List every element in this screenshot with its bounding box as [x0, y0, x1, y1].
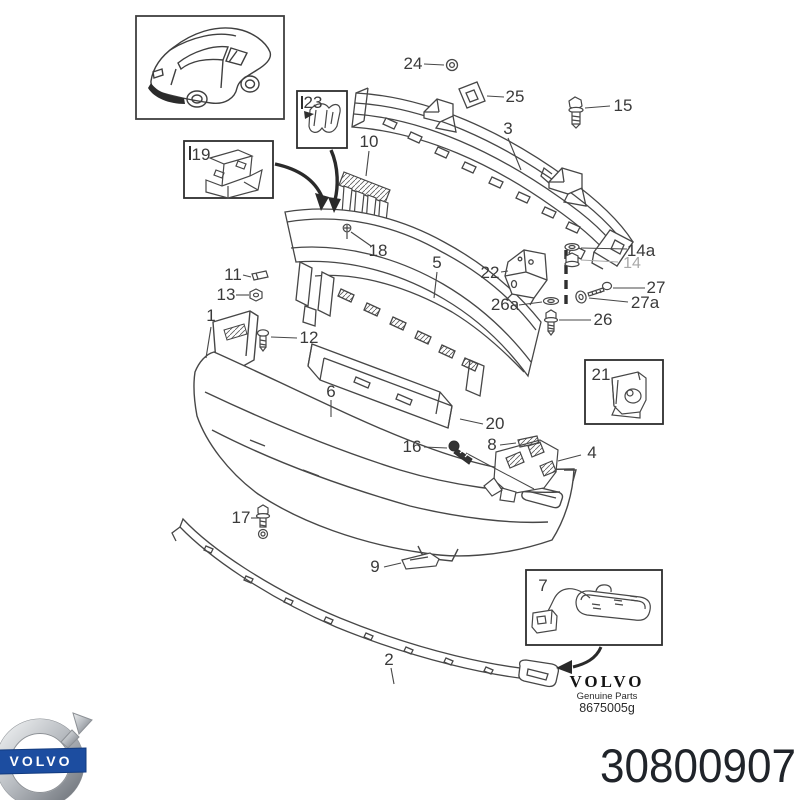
- callout-labels: 1 2 3 4 5 6 7 8 9 10 11 12 13 14 14a 15 …: [192, 54, 666, 669]
- callout-26: 26: [594, 310, 613, 329]
- callout-19: 19: [192, 145, 211, 164]
- part-22-mounting-bracket: [504, 249, 548, 306]
- callout-18: 18: [369, 241, 388, 260]
- callout-20: 20: [486, 414, 505, 433]
- stamp-subtitle: Genuine Parts: [577, 691, 638, 702]
- car-illustration: [148, 27, 272, 108]
- fastener-18-screw: [342, 223, 352, 239]
- callout-14: 14: [623, 255, 641, 272]
- callout-8: 8: [487, 435, 496, 454]
- fastener-27a-washer: [575, 290, 587, 304]
- fastener-27-screw: [587, 281, 613, 297]
- callout-15: 15: [614, 96, 633, 115]
- part-5-closing-panel: [284, 208, 542, 397]
- callout-17: 17: [232, 508, 251, 527]
- leader-lines: [205, 63, 645, 685]
- fastener-8-strip: [517, 435, 540, 448]
- callout-21: 21: [592, 365, 611, 384]
- fastener-17-screw-set: [255, 504, 271, 540]
- fastener-14a-washer: [564, 243, 580, 252]
- callout-3: 3: [503, 119, 512, 138]
- fastener-12-screw: [256, 329, 270, 352]
- stamp-code: 8675005g: [579, 701, 635, 715]
- part-number: 30800907: [600, 739, 796, 792]
- iron-mark-arrow-icon: [60, 712, 93, 749]
- part-23-clip: [304, 103, 341, 133]
- pointer-arrows: [274, 149, 603, 674]
- part-20-energy-absorber: [307, 343, 453, 429]
- part-2-lower-spoiler: [171, 517, 560, 688]
- fastener-26a-washer: [542, 297, 560, 306]
- part-3-reinforcement-bar: [351, 87, 634, 270]
- callout-14a: 14a: [627, 241, 656, 260]
- callout-10: 10: [360, 132, 379, 151]
- part-21-speed-clip: [611, 371, 647, 419]
- fastener-24-grommet: [445, 58, 459, 72]
- callout-27: 27: [647, 278, 666, 297]
- beam-slots: [382, 117, 586, 260]
- callout-7: 7: [538, 576, 547, 595]
- callout-4: 4: [587, 443, 596, 462]
- spoiler-tabs: [203, 545, 494, 675]
- inset-box-21: [584, 359, 664, 425]
- callout-5: 5: [432, 253, 441, 272]
- callout-9: 9: [370, 557, 379, 576]
- spoiler-end-piece: [518, 659, 560, 688]
- stamp-brand-text: VOLVO: [569, 672, 644, 691]
- volvo-logo: VOLVO: [0, 712, 93, 800]
- part-1-bumper-cover: [193, 310, 577, 562]
- callout-23: 23: [304, 93, 323, 112]
- callout-24: 24: [404, 54, 423, 73]
- panel-vent-slots: [337, 288, 479, 372]
- fastener-16-screw: [448, 440, 473, 465]
- inset-box-7: [525, 569, 663, 646]
- callout-16: 16: [403, 437, 422, 456]
- callout-11: 11: [224, 265, 242, 284]
- fastener-26-screw: [543, 309, 559, 336]
- lamp-wire-and-connector: [531, 588, 591, 634]
- callout-6: 6: [326, 382, 335, 401]
- callout-27a: 27a: [631, 293, 660, 312]
- inset-box-19: [183, 140, 274, 199]
- fastener-25-plate: [458, 81, 486, 109]
- part-19-bracket: [205, 149, 263, 199]
- callout-12: 12: [300, 328, 319, 347]
- inset-box-23: [296, 90, 348, 149]
- genuine-parts-stamp: VOLVO Genuine Parts 8675005g: [569, 672, 644, 715]
- callout-13: 13: [217, 285, 236, 304]
- highlighted-rear-bumper: [148, 83, 185, 104]
- fastener-11-clip: [251, 270, 269, 281]
- fastener-13-nut: [249, 288, 263, 302]
- part-7-marker-lamp: [531, 584, 651, 634]
- fastener-14-nut: [564, 252, 580, 268]
- beam-clip-left: [423, 98, 457, 133]
- logo-banner: [0, 747, 87, 775]
- fastener-15-bolt: [568, 96, 584, 129]
- callout-2: 2: [384, 650, 393, 669]
- car-locator-box: [135, 15, 285, 120]
- callout-25: 25: [506, 87, 525, 106]
- logo-wordmark: VOLVO: [10, 753, 73, 769]
- part-9-bracket: [401, 552, 440, 570]
- beam-clip-right: [540, 166, 587, 207]
- callout-26a: 26a: [491, 295, 520, 314]
- callout-1: 1: [206, 306, 215, 325]
- callout-22: 22: [481, 263, 500, 282]
- part-4-bracket-assembly: [465, 439, 559, 503]
